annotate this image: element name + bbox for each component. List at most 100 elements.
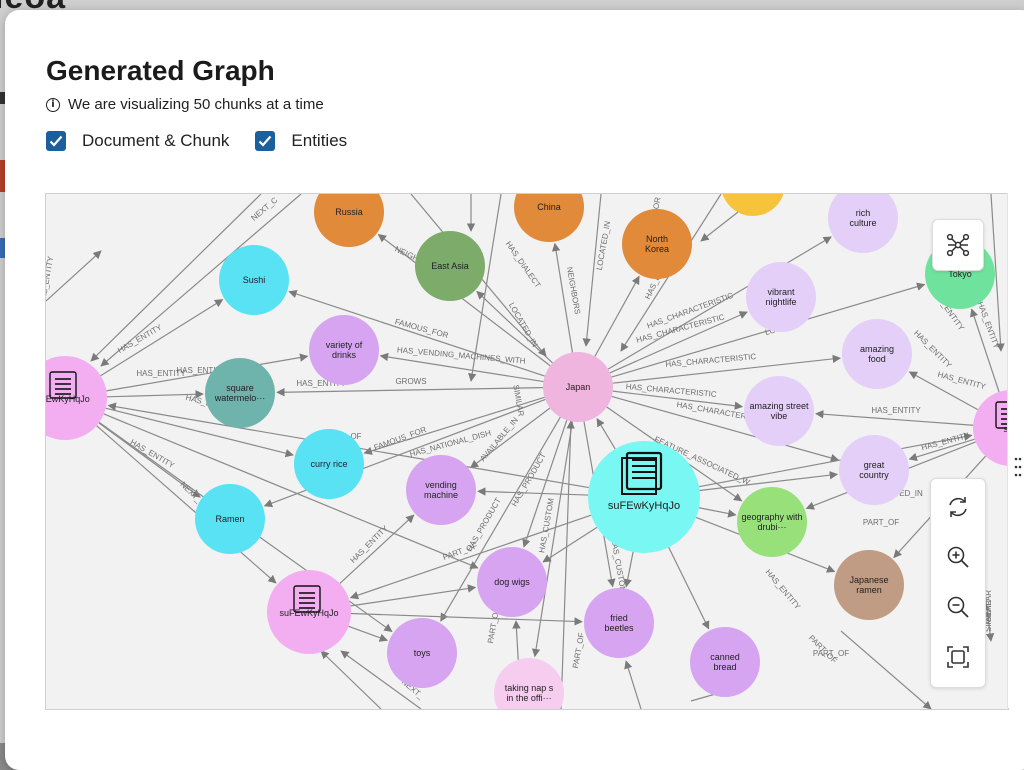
graph-edge: [611, 395, 840, 463]
edge-label: HAS_ENTITY: [136, 369, 186, 378]
node-label: taking nap s: [505, 683, 554, 693]
entity-node[interactable]: toys: [387, 618, 457, 688]
edge-label: HAS_ENTITY: [116, 322, 164, 355]
edge-label: HAS_ENTITY: [46, 255, 55, 306]
graph-edge: [96, 425, 277, 584]
edge-label: GROWS: [395, 377, 426, 386]
graph-edge: [699, 471, 839, 492]
graph-edge: [276, 387, 544, 397]
entity-node[interactable]: [721, 194, 785, 216]
graph-edge: [840, 630, 932, 709]
graph-edge: [348, 625, 389, 642]
entity-node[interactable]: Japan: [543, 352, 613, 422]
info-text: We are visualizing 50 chunks at a time: [68, 96, 324, 113]
node-label: vibrant: [767, 287, 795, 297]
graph-edge: [46, 250, 102, 302]
graph-edge: [609, 311, 748, 374]
entity-node[interactable]: curry rice: [294, 429, 364, 499]
edge-label: NEXT_C: [249, 195, 279, 222]
node-label: dog wigs: [494, 577, 530, 587]
node-label: suFEwKyHqJo: [279, 608, 338, 618]
document-node[interactable]: suFEwKyHqJo: [267, 570, 351, 654]
graph-edge: [106, 390, 204, 399]
info-row: i We are visualizing 50 chunks at a time: [46, 96, 324, 113]
node-label: amazing: [860, 344, 894, 354]
node-label: Sushi: [243, 275, 266, 285]
fit-to-screen-button[interactable]: [936, 635, 980, 679]
document-node[interactable]: suF: [973, 390, 1008, 466]
graph-edge: [611, 282, 926, 378]
entity-node[interactable]: taking nap sin the offi···: [494, 658, 564, 709]
entity-node[interactable]: dog wigs: [477, 547, 547, 617]
zoom-in-button[interactable]: [936, 535, 980, 579]
checkbox-checked-icon[interactable]: [46, 131, 66, 151]
graph-edge: [468, 194, 502, 382]
node-label: China: [537, 202, 561, 212]
node-label: fried: [610, 613, 628, 623]
modal-title: Generated Graph: [46, 55, 275, 86]
entity-node[interactable]: China: [514, 194, 584, 242]
document-node[interactable]: suFEwKyHqJo: [588, 441, 700, 553]
graph-layout-button[interactable]: [932, 219, 984, 271]
info-icon: i: [46, 97, 60, 112]
node-label: great: [864, 460, 885, 470]
graph-edge: [477, 487, 589, 496]
graph-edge: [469, 407, 551, 469]
edge-label: FOR: [651, 196, 663, 214]
graph-edge: [377, 233, 551, 367]
entity-node[interactable]: Sushi: [219, 245, 289, 315]
node-label: variety of: [326, 340, 363, 350]
edge-label: HAS_ENTITY: [976, 300, 1002, 350]
edge-label: HAS_ENTITY: [912, 329, 954, 371]
node-label: North: [646, 234, 668, 244]
graph-canvas[interactable]: HAS_ENTITYNEXT_CHAS_ENTITYHAS_ENTITYNEIG…: [45, 193, 1009, 710]
edge-label: SIMILAR: [511, 384, 525, 417]
node-label: suFEwKyHqJo: [608, 500, 680, 512]
entity-node[interactable]: Ramen: [195, 484, 265, 554]
drag-handle-icon[interactable]: [1014, 456, 1022, 478]
node-label: watermelo···: [214, 393, 266, 403]
entity-node[interactable]: Russia: [314, 194, 384, 247]
fit-to-screen-icon: [947, 646, 969, 668]
background-decoration: [0, 92, 6, 104]
graph-edge: [90, 194, 262, 362]
graph-edge: [320, 650, 382, 709]
zoom-out-button[interactable]: [936, 585, 980, 629]
refresh-button[interactable]: [936, 485, 980, 529]
node-label: suF: [1003, 424, 1008, 434]
entity-node[interactable]: East Asia: [415, 231, 485, 301]
edge-label: HAS_ENTITY: [764, 568, 803, 612]
graph-edge: [990, 194, 1005, 352]
edge-label: PART_OF: [813, 649, 849, 658]
node-label: Japanese: [849, 575, 888, 585]
document-node[interactable]: FEwKyHqJo: [46, 356, 107, 440]
checkbox-label: Document & Chunk: [82, 131, 230, 150]
checkbox-entities[interactable]: Entities: [255, 131, 347, 151]
node-label: country: [859, 470, 889, 480]
edge-label: HAS_ENTITY: [937, 370, 988, 392]
checkbox-checked-icon[interactable]: [255, 131, 276, 151]
graph-svg[interactable]: HAS_ENTITYNEXT_CHAS_ENTITYHAS_ENTITYNEIG…: [46, 194, 1008, 709]
checkbox-document-chunk[interactable]: Document & Chunk: [46, 131, 229, 151]
node-label: canned: [710, 652, 740, 662]
edge-label: ED_IN: [899, 489, 923, 498]
details-panel-edge: [1007, 193, 1024, 708]
graph-edge: [531, 421, 574, 658]
edge-label: HAS_DIALECT: [504, 240, 543, 290]
graph-edge: [560, 420, 575, 709]
graph-edge: [698, 432, 973, 488]
